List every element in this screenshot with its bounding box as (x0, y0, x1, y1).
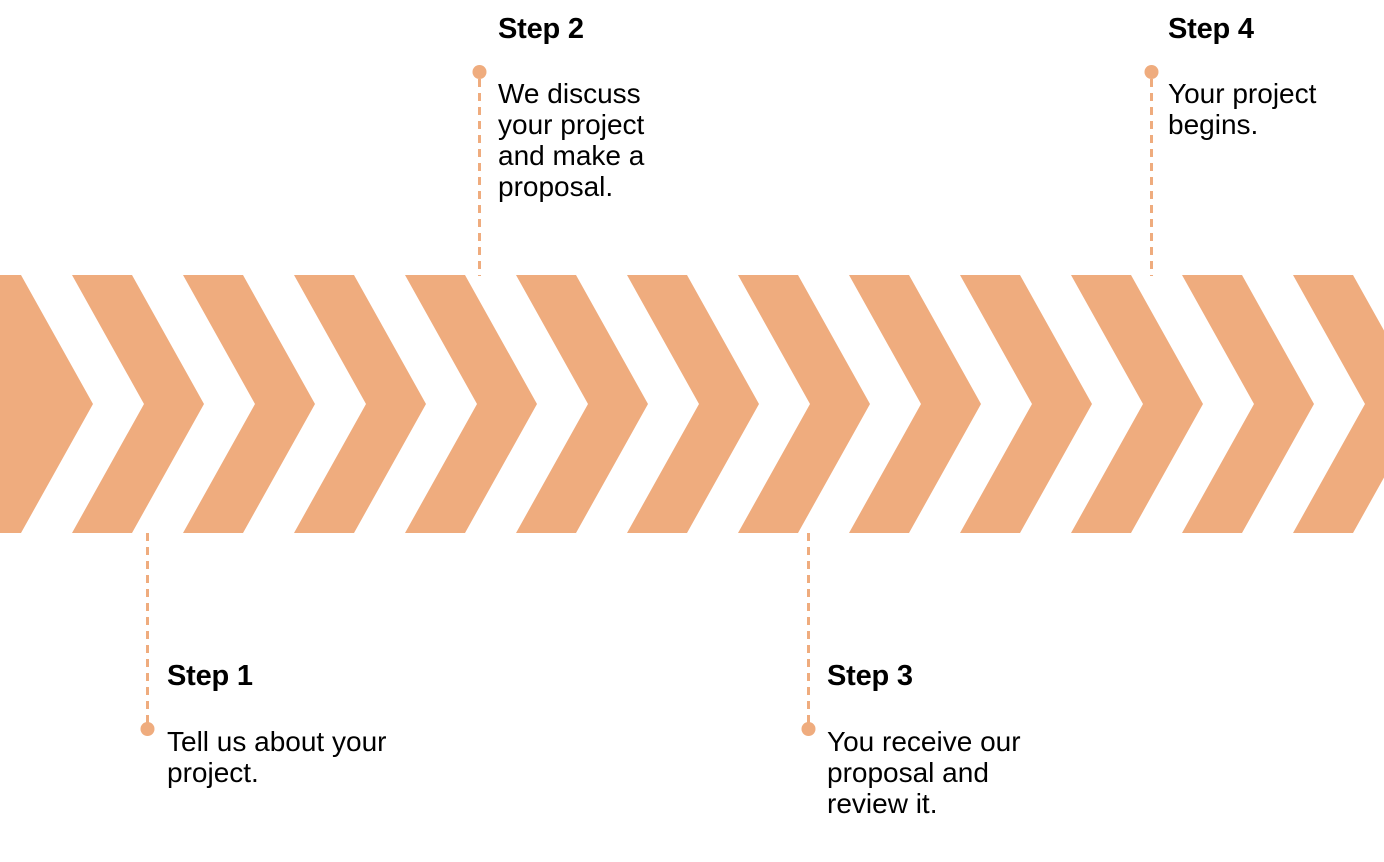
step-description: We discuss your project and make a propo… (498, 78, 645, 202)
chevron-arrow (1293, 275, 1384, 533)
chevron-arrow (294, 275, 426, 533)
chevron-arrow (1071, 275, 1203, 533)
connector-dot (1144, 65, 1159, 79)
chevron-arrow (738, 275, 870, 533)
chevron-arrow (405, 275, 537, 533)
connector-step-4 (1144, 64, 1159, 276)
connector-step-1 (140, 533, 155, 737)
step-callout-4: Step 4 Your project begins. (1168, 14, 1383, 140)
chevron-arrow (1182, 275, 1314, 533)
step-title: Step 4 (1168, 13, 1254, 45)
step-title: Step 1 (167, 660, 253, 692)
chevron-arrow (516, 275, 648, 533)
step-callout-3: Step 3 You receive our proposal and revi… (827, 661, 1057, 819)
connector-dot (801, 722, 816, 736)
chevron-arrow (72, 275, 204, 533)
chevron-band (0, 275, 1384, 533)
step-description: Your project begins. (1168, 78, 1317, 140)
step-description: You receive our proposal and review it. (827, 726, 1021, 819)
step-title: Step 3 (827, 660, 913, 692)
connector-dot (472, 65, 487, 79)
step-title: Step 2 (498, 13, 584, 45)
step-callout-2: Step 2 We discuss your project and make … (498, 14, 698, 202)
connector-step-3 (801, 533, 816, 737)
connector-dot (140, 722, 155, 736)
chevron-arrow (627, 275, 759, 533)
chevron-arrow (960, 275, 1092, 533)
chevron-arrow (849, 275, 981, 533)
chevron-arrow (0, 275, 93, 533)
connector-step-2 (472, 64, 487, 276)
step-description: Tell us about your project. (167, 726, 387, 788)
chevron-arrow (183, 275, 315, 533)
step-callout-1: Step 1 Tell us about your project. (167, 661, 397, 788)
